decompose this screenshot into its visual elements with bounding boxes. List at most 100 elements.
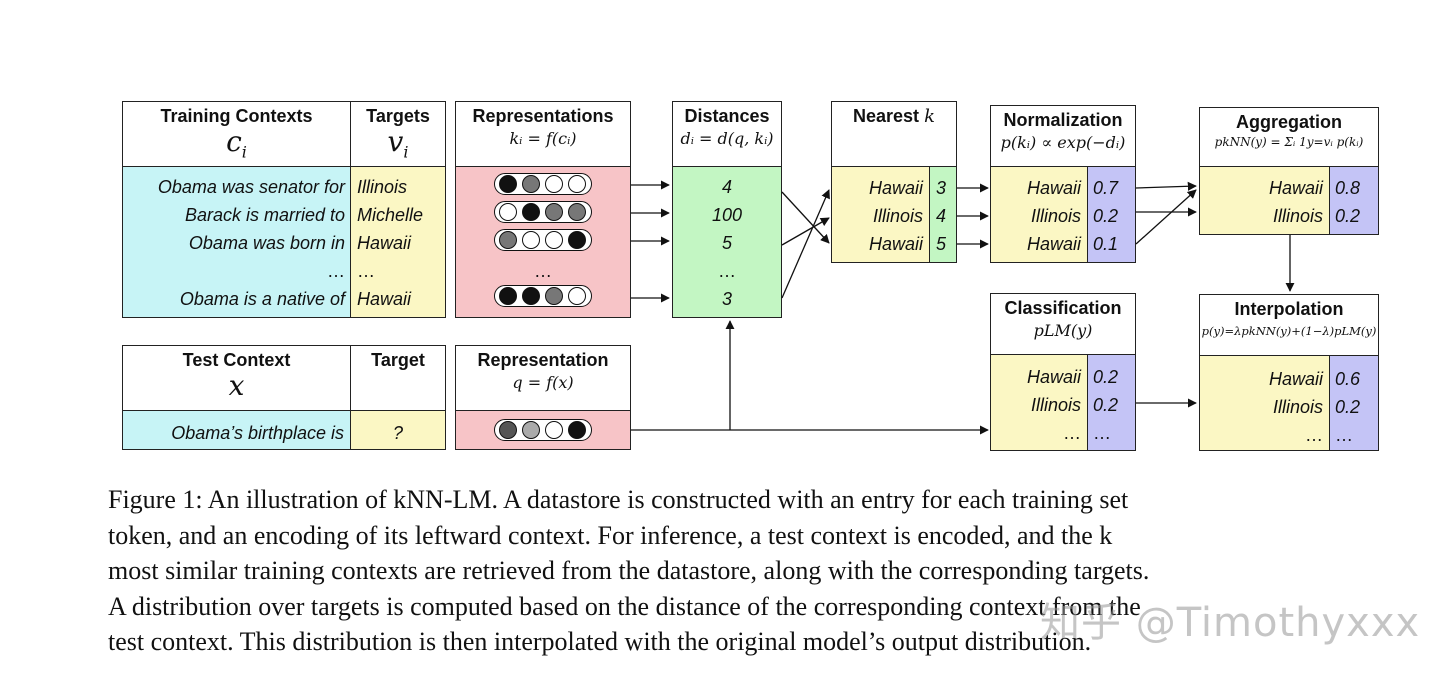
test-context-title: Test Context <box>182 350 291 370</box>
arrow <box>781 189 830 299</box>
test-context-cell: Obama’s birthplace is <box>122 410 351 450</box>
normalization-header: Normalization p(kᵢ) ∝ exp(−dᵢ) <box>990 105 1136 167</box>
vector-dot <box>545 287 563 305</box>
test-target-title: Target <box>371 350 425 370</box>
aggregation-value: 0.8 <box>1335 178 1361 198</box>
training-target-row: Michelle <box>357 205 424 225</box>
vector-dot <box>545 421 563 439</box>
interpolation-label: Illinois <box>1272 397 1323 417</box>
classification-values-cell: 0.2 0.2 … <box>1087 354 1136 451</box>
vector-dot <box>499 287 517 305</box>
training-target-row: Hawaii <box>357 233 412 253</box>
vector-dot <box>545 203 563 221</box>
vector-pill <box>494 173 592 195</box>
representations-formula: kᵢ = f(cᵢ) <box>509 129 577 148</box>
normalization-value: 0.2 <box>1093 206 1119 226</box>
training-contexts-math-sub: i <box>241 142 247 162</box>
vector-dot <box>499 421 517 439</box>
representation-header: Representation q = f(x) <box>455 345 631 411</box>
test-target-text: ? <box>392 423 403 443</box>
targets-header: Targets vi <box>350 101 446 167</box>
classification-label: … <box>1063 423 1081 443</box>
interpolation-value: … <box>1335 425 1353 445</box>
training-contexts-header: Training Contexts ci <box>122 101 351 167</box>
nearest-value: 3 <box>936 178 947 198</box>
caption-line: A distribution over targets is computed … <box>108 591 1141 621</box>
caption-line: test context. This distribution is then … <box>108 627 1092 656</box>
training-context-row: … <box>327 261 345 281</box>
caption-line: token, and an encoding of its leftward c… <box>108 520 1113 550</box>
representation-title: Representation <box>477 350 609 370</box>
test-context-math: x <box>228 369 245 402</box>
classification-label: Illinois <box>1030 395 1081 415</box>
nearest-values-cell: 3 4 5 <box>929 166 957 263</box>
vector-dot <box>568 421 586 439</box>
nearest-title: Nearest <box>853 106 920 126</box>
normalization-labels-cell: Hawaii Illinois Hawaii <box>990 166 1088 263</box>
aggregation-label: Hawaii <box>1268 178 1323 198</box>
normalization-value: 0.1 <box>1093 234 1119 254</box>
aggregation-values-cell: 0.8 0.2 <box>1329 166 1379 235</box>
vector-pill <box>494 229 592 251</box>
nearest-header: Nearest k <box>831 101 957 167</box>
classification-label: Hawaii <box>1026 367 1081 387</box>
classification-header: Classification pLM(y) <box>990 293 1136 355</box>
targets-math: v <box>387 125 404 158</box>
caption-line: Figure 1: An illustration of kNN-LM. A d… <box>108 485 1129 514</box>
representations-header: Representations kᵢ = f(cᵢ) <box>455 101 631 167</box>
vector-dot <box>568 175 586 193</box>
vector-dot <box>568 231 586 249</box>
training-context-row: Obama was senator for <box>157 177 345 197</box>
arrow <box>781 191 830 244</box>
distances-cell: 4 100 5 … 3 <box>672 166 782 318</box>
distance-value: … <box>718 261 736 281</box>
training-contexts-math: c <box>226 125 242 158</box>
vector-dot <box>522 231 540 249</box>
interpolation-values-cell: 0.6 0.2 … <box>1329 355 1379 451</box>
nearest-value: 4 <box>936 206 947 226</box>
interpolation-formula: p(y)=λpkNN(y)+(1−λ)pLM(y) <box>1201 324 1377 338</box>
normalization-label: Hawaii <box>1026 178 1081 198</box>
vector-dot <box>545 175 563 193</box>
training-target-row: Illinois <box>357 177 408 197</box>
distance-value: 5 <box>721 233 732 253</box>
classification-value: 0.2 <box>1093 395 1119 415</box>
nearest-labels-cell: Hawaii Illinois Hawaii <box>831 166 930 263</box>
targets-math-sub: i <box>403 142 409 162</box>
figure-caption: Figure 1: An illustration of kNN-LM. A d… <box>108 482 1398 660</box>
interpolation-value: 0.6 <box>1335 369 1361 389</box>
distance-value: 3 <box>721 289 732 309</box>
classification-value: 0.2 <box>1093 367 1119 387</box>
vector-pill <box>494 201 592 223</box>
aggregation-value: 0.2 <box>1335 206 1361 226</box>
distance-value: 4 <box>721 177 732 197</box>
normalization-values-cell: 0.7 0.2 0.1 <box>1087 166 1136 263</box>
vector-pill <box>494 285 592 307</box>
nearest-label: Illinois <box>872 206 923 226</box>
aggregation-header: Aggregation pkNN(y) = Σᵢ 1y=vᵢ p(kᵢ) <box>1199 107 1379 167</box>
aggregation-formula: pkNN(y) = Σᵢ 1y=vᵢ p(kᵢ) <box>1214 135 1364 149</box>
caption-line: most similar training contexts are retri… <box>108 556 1150 585</box>
distances-title: Distances <box>684 106 770 126</box>
interpolation-header: Interpolation p(y)=λpkNN(y)+(1−λ)pLM(y) <box>1199 294 1379 356</box>
normalization-label: Illinois <box>1030 206 1081 226</box>
watermark: 知乎 @Timothyxxx <box>1040 600 1421 646</box>
normalization-title: Normalization <box>1003 110 1123 130</box>
test-context-text: Obama’s birthplace is <box>171 423 344 443</box>
interpolation-labels-cell: Hawaii Illinois … <box>1199 355 1330 451</box>
normalization-value: 0.7 <box>1093 178 1119 198</box>
nearest-value: 5 <box>936 234 947 254</box>
normalization-formula: p(kᵢ) ∝ exp(−dᵢ) <box>1000 133 1126 152</box>
vector-dot <box>568 203 586 221</box>
vector-dot <box>522 421 540 439</box>
test-target-cell: ? <box>350 410 446 450</box>
normalization-label: Hawaii <box>1026 234 1081 254</box>
training-contexts-title: Training Contexts <box>160 106 313 126</box>
nearest-label: Hawaii <box>868 234 923 254</box>
training-context-row: Obama was born in <box>188 233 345 253</box>
training-target-row: … <box>357 261 375 281</box>
nearest-label: Hawaii <box>868 178 923 198</box>
vector-dot <box>568 287 586 305</box>
vector-pill <box>494 419 592 441</box>
